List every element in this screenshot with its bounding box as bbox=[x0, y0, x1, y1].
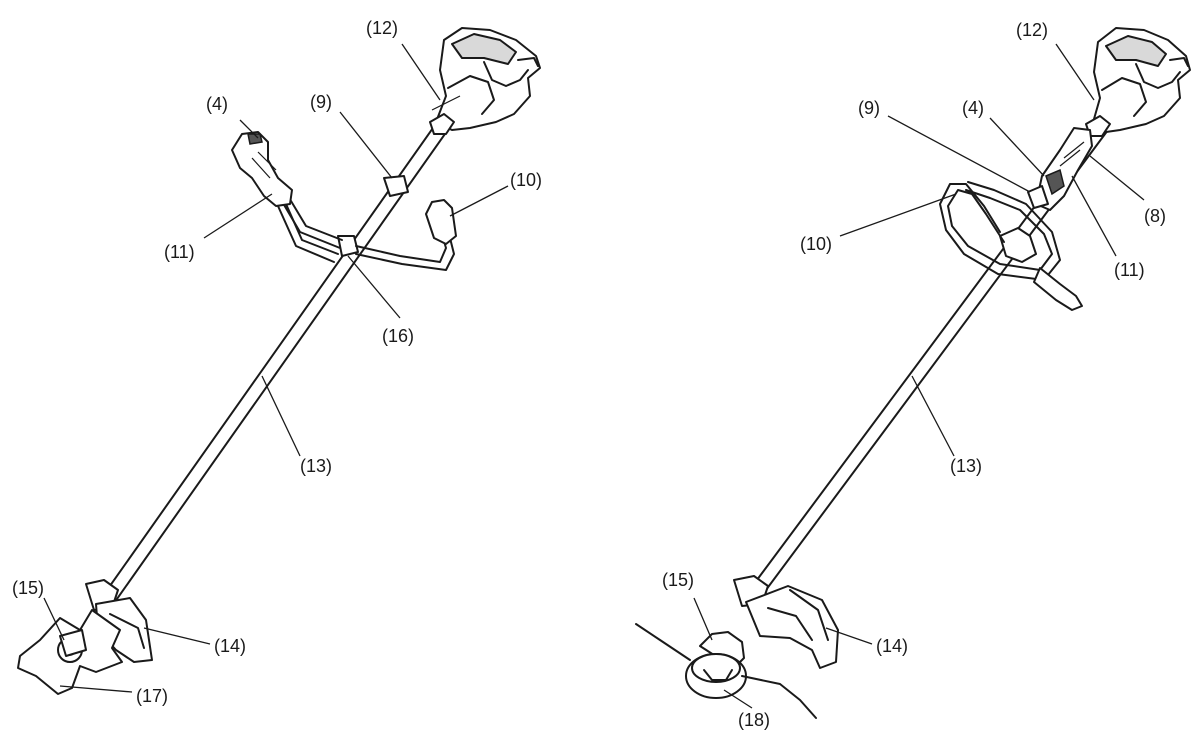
left-engine bbox=[429, 27, 541, 135]
label-12: (12) bbox=[1016, 20, 1048, 40]
label-16: (16) bbox=[382, 326, 414, 346]
label-17: (17) bbox=[136, 686, 168, 706]
label-13: (13) bbox=[950, 456, 982, 476]
left-shaft bbox=[99, 117, 453, 607]
left-brush-cutter: (4) (9) (12) (10) (11) (16) (13) (15) (1… bbox=[12, 18, 542, 706]
label-9: (9) bbox=[310, 92, 332, 112]
label-8: (8) bbox=[1144, 206, 1166, 226]
label-10: (10) bbox=[510, 170, 542, 190]
left-leader-lines bbox=[43, 43, 509, 693]
right-loop-handle bbox=[939, 181, 1083, 311]
label-14: (14) bbox=[214, 636, 246, 656]
right-cutting-head bbox=[635, 575, 839, 719]
label-12: (12) bbox=[366, 18, 398, 38]
left-handlebar bbox=[231, 131, 343, 263]
right-engine bbox=[1085, 27, 1191, 137]
left-cutting-head bbox=[17, 579, 153, 695]
left-right-handlebar bbox=[355, 199, 457, 271]
left-handle-mount bbox=[337, 175, 409, 257]
label-11: (11) bbox=[164, 242, 195, 262]
label-14: (14) bbox=[876, 636, 908, 656]
label-13: (13) bbox=[300, 456, 332, 476]
label-4: (4) bbox=[206, 94, 228, 114]
label-15: (15) bbox=[662, 570, 694, 590]
label-4: (4) bbox=[962, 98, 984, 118]
right-rear-grip bbox=[1027, 127, 1093, 211]
label-15: (15) bbox=[12, 578, 44, 598]
label-11: (11) bbox=[1114, 260, 1145, 280]
right-brush-cutter: (12) (9) (4) (8) (10) (11) (13) (15) (14… bbox=[635, 20, 1191, 730]
label-10: (10) bbox=[800, 234, 832, 254]
label-18: (18) bbox=[738, 710, 770, 730]
right-leader-lines bbox=[693, 43, 1145, 709]
label-9: (9) bbox=[858, 98, 880, 118]
